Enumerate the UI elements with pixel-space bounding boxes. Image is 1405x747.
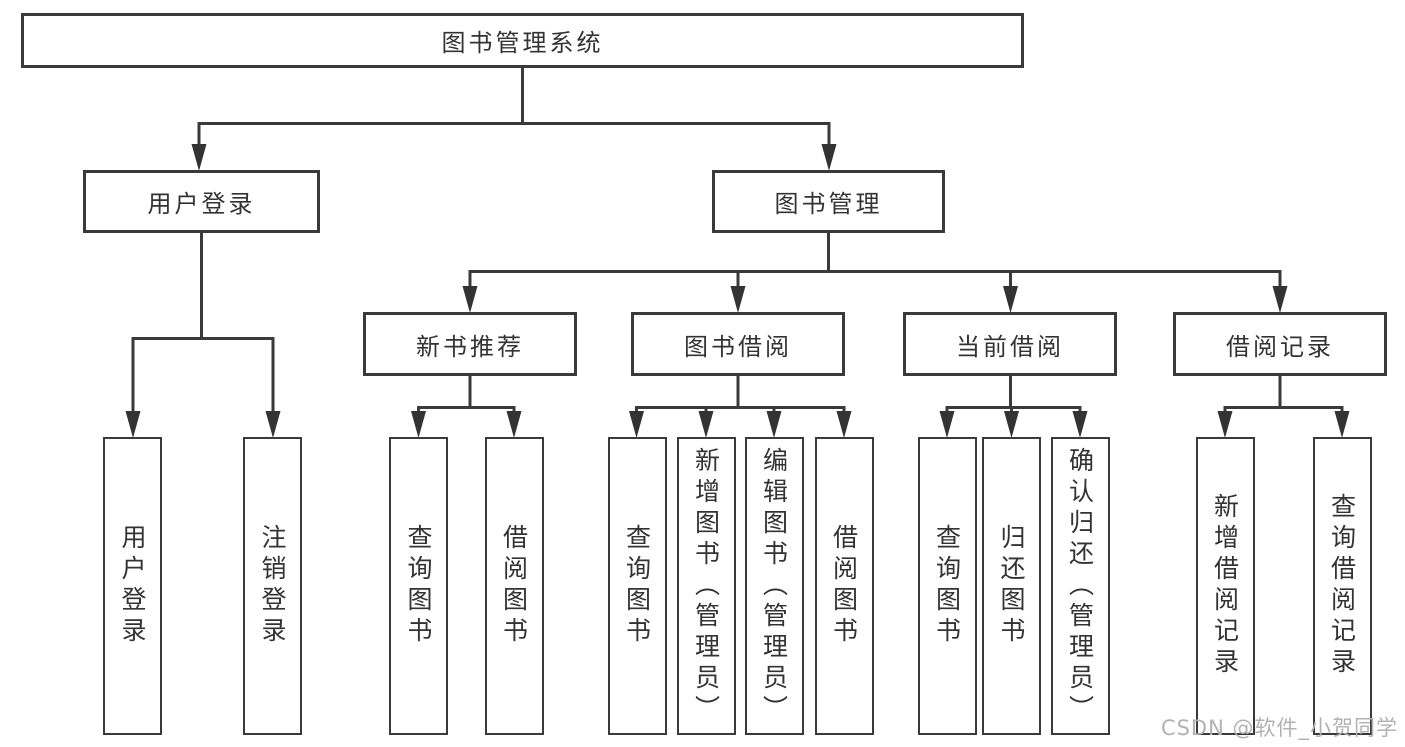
arrow-down-icon bbox=[939, 411, 955, 438]
arrow-down-icon bbox=[730, 286, 746, 313]
arrow-down-icon bbox=[1004, 411, 1019, 438]
leaf-current-query-books: 查询图书 bbox=[917, 437, 977, 735]
arrow-down-icon bbox=[265, 411, 281, 438]
leaf-borrow-borrow-books: 借阅图书 bbox=[814, 437, 874, 735]
node-book-management: 图书管理 bbox=[712, 170, 945, 233]
node-root-library-system: 图书管理系统 bbox=[21, 13, 1024, 68]
arrow-down-icon bbox=[1003, 286, 1018, 313]
arrow-down-icon bbox=[698, 411, 714, 438]
leaf-current-confirm-return-admin: 确认归还（管理员） bbox=[1050, 437, 1110, 735]
arrow-down-icon bbox=[1217, 411, 1233, 438]
arrow-down-icon bbox=[1272, 286, 1288, 313]
arrow-down-icon bbox=[836, 411, 852, 438]
leaf-borrow-query-books: 查询图书 bbox=[607, 437, 667, 735]
arrow-down-icon bbox=[629, 411, 644, 438]
leaf-current-return-books: 归还图书 bbox=[982, 437, 1041, 735]
leaf-records-query-record: 查询借阅记录 bbox=[1312, 437, 1372, 735]
leaf-borrow-add-book-admin: 新增图书（管理员） bbox=[676, 437, 736, 735]
csdn-watermark: CSDN @软件_小贺同学 bbox=[1160, 716, 1398, 740]
node-user-login: 用户登录 bbox=[83, 170, 320, 233]
node-current-borrowing: 当前借阅 bbox=[903, 312, 1117, 376]
node-book-borrowing: 图书借阅 bbox=[631, 312, 845, 376]
node-borrowing-records: 借阅记录 bbox=[1173, 312, 1387, 376]
leaf-login-user-login: 用户登录 bbox=[103, 437, 162, 735]
leaf-login-logout: 注销登录 bbox=[243, 437, 302, 735]
leaf-newbooks-borrow-books: 借阅图书 bbox=[484, 437, 544, 735]
leaf-newbooks-query-books: 查询图书 bbox=[389, 437, 448, 735]
node-new-book-recommend: 新书推荐 bbox=[363, 312, 577, 376]
arrow-down-icon bbox=[821, 144, 837, 171]
leaf-records-add-record: 新增借阅记录 bbox=[1195, 437, 1255, 735]
arrow-down-icon bbox=[462, 286, 478, 313]
arrow-down-icon bbox=[506, 411, 522, 438]
arrow-down-icon bbox=[1334, 411, 1350, 438]
arrow-down-icon bbox=[766, 411, 782, 438]
arrow-down-icon bbox=[125, 411, 141, 438]
arrow-down-icon bbox=[1072, 411, 1088, 438]
leaf-borrow-edit-book-admin: 编辑图书（管理员） bbox=[744, 437, 804, 735]
arrow-down-icon bbox=[411, 411, 426, 438]
arrow-down-icon bbox=[191, 144, 207, 171]
